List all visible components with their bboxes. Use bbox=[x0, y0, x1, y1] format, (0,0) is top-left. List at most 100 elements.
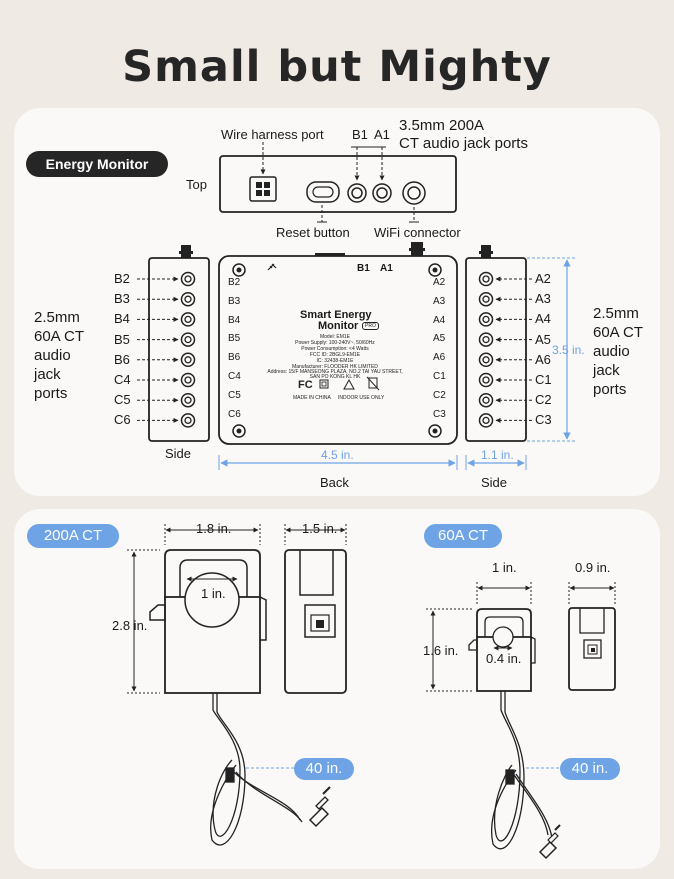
face-left-label: C6 bbox=[228, 408, 241, 420]
ct60-cable-length: 40 in. bbox=[560, 758, 620, 780]
left-port-label-b3: B3 bbox=[114, 291, 130, 307]
right-jack-a4 bbox=[478, 312, 494, 327]
face-power-consumption: Power Consumption: <4 Watts bbox=[301, 346, 369, 352]
ct200-badge: 200A CT bbox=[27, 524, 119, 548]
right-port-label-c3: C3 bbox=[535, 412, 552, 428]
right-ports-desc-line: 2.5mm bbox=[593, 305, 639, 322]
right-jack-inner-c3 bbox=[482, 416, 490, 425]
ct200-cable-length: 40 in. bbox=[294, 758, 354, 780]
face-title2: Monitor bbox=[318, 320, 359, 332]
ct60-depth: 0.9 in. bbox=[575, 560, 611, 575]
side-label-right: Side bbox=[481, 475, 508, 490]
face-right-label: A5 bbox=[433, 333, 446, 345]
wifi-connector-label: WiFi connector bbox=[374, 225, 461, 240]
face-indoor: INDOOR USE ONLY bbox=[338, 395, 385, 401]
right-port-label-a6: A6 bbox=[535, 351, 551, 367]
right-jack-inner-a6 bbox=[482, 356, 490, 364]
a1-top-label: A1 bbox=[374, 127, 390, 142]
left-jack-inner-c4 bbox=[184, 376, 192, 384]
face-left-label: B5 bbox=[228, 333, 241, 345]
face-right-label: A2 bbox=[433, 277, 446, 288]
face-pro-badge: PRO bbox=[362, 322, 379, 330]
ct60-side-clamp bbox=[568, 607, 616, 691]
top-view-body bbox=[219, 155, 457, 213]
left-jack-c5 bbox=[180, 392, 196, 408]
left-jack-inner-c6 bbox=[184, 416, 192, 425]
left-ports-desc-line: ports bbox=[34, 385, 68, 402]
right-side-antenna bbox=[479, 245, 493, 258]
ct-ports-line1: 3.5mm 200A bbox=[399, 117, 485, 134]
left-jack-b5 bbox=[180, 332, 196, 347]
face-left-label: B3 bbox=[228, 295, 241, 307]
right-jack-inner-a4 bbox=[482, 315, 490, 324]
face-left-label: B2 bbox=[228, 277, 241, 288]
right-jack-inner-a2 bbox=[482, 275, 490, 283]
face-right-label: A3 bbox=[433, 295, 446, 307]
left-jack-b4 bbox=[180, 312, 196, 327]
face-b1-label: B1 bbox=[357, 263, 370, 274]
face-right-label: C1 bbox=[433, 371, 446, 382]
wire-harness-port bbox=[249, 176, 277, 202]
left-jack-inner-b6 bbox=[184, 356, 192, 364]
ct200-front-clamp bbox=[149, 549, 267, 694]
ct60-plug bbox=[538, 824, 561, 860]
ct-ports-line2: CT audio jack ports bbox=[399, 135, 528, 152]
right-jack-a3 bbox=[478, 291, 494, 307]
ct200-height: 2.8 in. bbox=[112, 618, 148, 633]
left-ports-desc-line: audio bbox=[34, 347, 71, 364]
left-jack-b6 bbox=[180, 352, 196, 368]
face-right-label: C3 bbox=[433, 408, 446, 420]
ct200-cable bbox=[210, 693, 303, 846]
face-made-in: MADE IN CHINA bbox=[293, 395, 331, 401]
face-address2: SAN PO KONG KL HK bbox=[309, 374, 361, 380]
left-jack-inner-b4 bbox=[184, 315, 192, 324]
face-model: Model: EM1E bbox=[319, 334, 350, 340]
ct200-width: 1.8 in. bbox=[196, 521, 232, 536]
ce-mark-icons: FC bbox=[298, 376, 380, 391]
right-port-label-c2: C2 bbox=[535, 392, 552, 408]
jack-b1 bbox=[347, 183, 367, 203]
top-view-label: Top bbox=[186, 177, 207, 192]
energy-monitor-badge: Energy Monitor bbox=[26, 151, 168, 177]
left-jack-b3 bbox=[180, 291, 196, 307]
ct60-badge: 60A CT bbox=[424, 524, 502, 548]
wifi-connector bbox=[402, 181, 426, 205]
left-ports-desc-line: 2.5mm bbox=[34, 309, 80, 326]
right-port-label-a2: A2 bbox=[535, 271, 551, 286]
left-port-label-c4: C4 bbox=[114, 372, 131, 387]
ct200-plug bbox=[308, 786, 331, 828]
screw-holes bbox=[232, 263, 442, 438]
depth-dim: 1.1 in. bbox=[481, 448, 514, 462]
right-jack-inner-c2 bbox=[482, 396, 490, 404]
ct60-width: 1 in. bbox=[492, 560, 517, 575]
left-port-label-b6: B6 bbox=[114, 351, 130, 367]
width-dim: 4.5 in. bbox=[321, 448, 354, 462]
left-ports-desc-line: jack bbox=[34, 366, 61, 383]
left-jack-inner-b3 bbox=[184, 295, 192, 303]
left-port-label-b2: B2 bbox=[114, 271, 130, 286]
left-jack-inner-b5 bbox=[184, 335, 192, 344]
left-port-label-b4: B4 bbox=[114, 311, 130, 327]
right-jack-inner-c1 bbox=[482, 376, 490, 384]
left-side-body bbox=[148, 257, 210, 442]
ct60-height: 1.6 in. bbox=[423, 643, 459, 658]
face-left-label: B4 bbox=[228, 314, 241, 326]
face-manufacturer: Manufacturer: FLOODER HK LIMITED bbox=[292, 364, 378, 370]
height-dim: 3.5 in. bbox=[552, 343, 585, 357]
reset-button-label: Reset button bbox=[276, 225, 350, 240]
left-jack-c6 bbox=[180, 413, 196, 428]
side-label-left: Side bbox=[165, 446, 192, 461]
right-ports-desc-line: jack bbox=[593, 362, 620, 379]
right-jack-c3 bbox=[478, 413, 494, 428]
ct60-front-clamp bbox=[468, 608, 536, 692]
ct200-side-clamp bbox=[284, 549, 347, 694]
face-ic: IC: 32438-EM1E bbox=[316, 358, 354, 364]
right-jack-inner-a3 bbox=[482, 295, 490, 303]
wire-harness-label: Wire harness port bbox=[221, 127, 324, 142]
left-ports-desc-line: 60A CT bbox=[34, 328, 85, 345]
left-port-label-b5: B5 bbox=[114, 331, 130, 347]
face-left-label: B6 bbox=[228, 352, 241, 364]
right-port-label-a3: A3 bbox=[535, 291, 551, 307]
left-jack-c4 bbox=[180, 372, 196, 388]
